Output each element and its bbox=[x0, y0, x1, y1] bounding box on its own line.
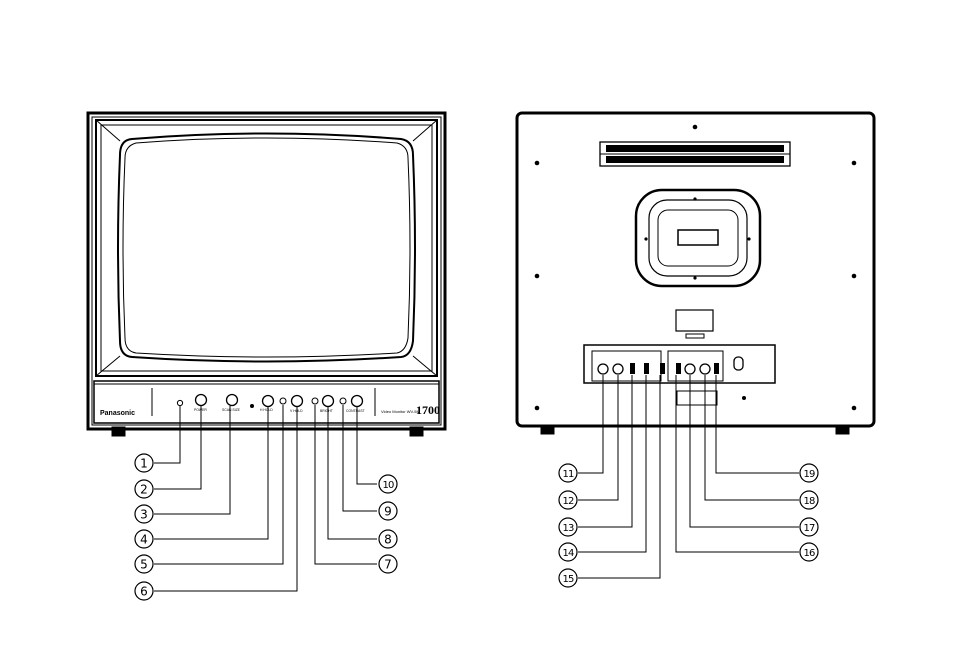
svg-text:18: 18 bbox=[803, 496, 815, 507]
callout-9: 9 bbox=[379, 502, 397, 520]
svg-text:3: 3 bbox=[140, 508, 148, 522]
callout-8: 8 bbox=[379, 530, 397, 548]
svg-text:13: 13 bbox=[562, 523, 574, 534]
rear-switch-16 bbox=[676, 363, 681, 374]
small-control-5 bbox=[280, 398, 286, 404]
callout-5: 5 bbox=[135, 555, 153, 573]
scan-size-knob bbox=[227, 395, 238, 406]
rear-switch-19 bbox=[714, 363, 719, 374]
svg-text:15: 15 bbox=[562, 574, 574, 585]
callout-12: 12 bbox=[559, 491, 577, 509]
front-view bbox=[88, 113, 445, 436]
callout-2: 2 bbox=[135, 480, 153, 498]
contrast-knob bbox=[352, 396, 363, 407]
callout-3: 3 bbox=[135, 505, 153, 523]
svg-text:11: 11 bbox=[562, 469, 574, 480]
rear-connector-17 bbox=[685, 364, 695, 374]
callout-11: 11 bbox=[559, 464, 577, 482]
rear-label-plate bbox=[676, 310, 713, 331]
svg-text:10: 10 bbox=[382, 480, 394, 491]
front-bezel bbox=[96, 120, 437, 376]
front-model-text: Video Monitor WV-5M bbox=[381, 409, 420, 414]
h-hold-knob bbox=[263, 396, 274, 407]
front-model-number: 1700 bbox=[416, 403, 440, 417]
rear-switch-13 bbox=[630, 363, 635, 374]
svg-text:8: 8 bbox=[384, 533, 392, 547]
svg-text:17: 17 bbox=[803, 523, 815, 534]
small-control-9 bbox=[340, 398, 346, 404]
svg-text:1: 1 bbox=[140, 457, 148, 471]
callout-14: 14 bbox=[559, 543, 577, 561]
callout-16: 16 bbox=[800, 543, 818, 561]
power-indicator bbox=[177, 400, 182, 405]
svg-text:4: 4 bbox=[140, 533, 148, 547]
callout-15: 15 bbox=[559, 569, 577, 587]
svg-text:2: 2 bbox=[140, 483, 148, 497]
rear-connector-11 bbox=[598, 364, 608, 374]
callout-19: 19 bbox=[800, 464, 818, 482]
crt-screen bbox=[118, 134, 415, 362]
callout-6: 6 bbox=[135, 582, 153, 600]
rear-view bbox=[517, 113, 874, 434]
callout-13: 13 bbox=[559, 518, 577, 536]
rear-switch-14 bbox=[644, 363, 649, 374]
svg-text:5: 5 bbox=[140, 558, 148, 572]
callout-4: 4 bbox=[135, 530, 153, 548]
label-h-hold: H HOLD bbox=[260, 408, 273, 412]
small-control-7 bbox=[312, 398, 318, 404]
bright-knob bbox=[323, 396, 334, 407]
rear-power-socket bbox=[734, 357, 743, 370]
svg-text:16: 16 bbox=[803, 548, 815, 559]
svg-text:9: 9 bbox=[384, 505, 392, 519]
svg-text:6: 6 bbox=[140, 585, 148, 599]
rear-connector-12 bbox=[613, 364, 623, 374]
rear-switch-15 bbox=[660, 363, 665, 374]
callout-1: 1 bbox=[135, 454, 153, 472]
callout-10: 10 bbox=[379, 475, 397, 493]
front-brand-logo: Panasonic bbox=[100, 410, 135, 417]
front-control-panel bbox=[94, 381, 439, 423]
callout-7: 7 bbox=[379, 555, 397, 573]
svg-text:7: 7 bbox=[384, 558, 392, 572]
svg-text:19: 19 bbox=[803, 469, 815, 480]
svg-text:12: 12 bbox=[562, 496, 574, 507]
rear-connector-18 bbox=[700, 364, 710, 374]
label-bright: BRIGHT bbox=[320, 409, 333, 413]
svg-text:14: 14 bbox=[562, 548, 574, 559]
rear-screws bbox=[535, 125, 857, 411]
callout-17: 17 bbox=[800, 518, 818, 536]
v-hold-knob bbox=[292, 396, 303, 407]
callout-18: 18 bbox=[800, 491, 818, 509]
label-contrast: CONTRAST bbox=[346, 409, 365, 413]
label-scan-size: SCAN SIZE bbox=[222, 408, 241, 412]
power-knob bbox=[196, 395, 207, 406]
